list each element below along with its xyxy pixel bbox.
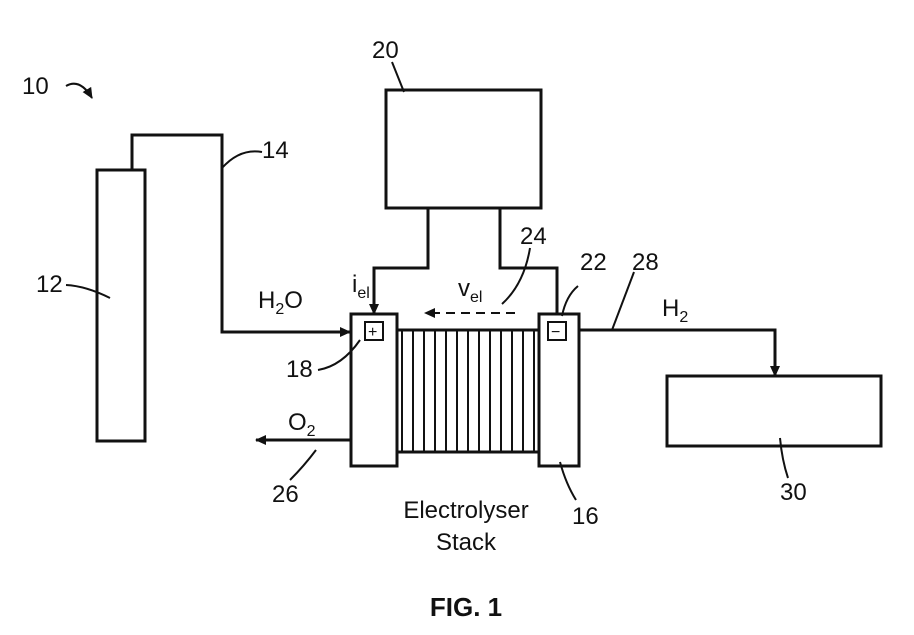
water-label: H2O <box>258 287 303 318</box>
ref-20-leader <box>392 62 404 92</box>
voltage-subscript: el <box>470 289 482 306</box>
water-supply-line <box>132 135 350 332</box>
ref-water-tank: 12 <box>36 271 63 298</box>
hydrogen-line <box>579 330 775 376</box>
water-subscript: 2 <box>275 301 284 318</box>
water-tank <box>97 170 145 441</box>
oxygen-subscript: 2 <box>307 423 316 440</box>
ref-16-leader <box>560 462 576 500</box>
power-supply-box <box>386 90 541 208</box>
ref-28-leader <box>612 272 634 330</box>
oxygen-o: O <box>288 409 307 436</box>
minus-sign: − <box>551 324 560 341</box>
ref-hydrogen-storage: 30 <box>780 479 807 506</box>
current-subscript: el <box>357 285 369 302</box>
ref-power-supply: 20 <box>372 37 399 64</box>
hydrogen-label: H2 <box>662 295 688 326</box>
figure-caption: FIG. 1 <box>430 592 502 622</box>
ref-hydrogen-line: 28 <box>632 249 659 276</box>
stack-label-line1: Electrolyser <box>403 497 528 524</box>
ref-voltage-sense: 24 <box>520 223 547 250</box>
voltage-label: vel <box>458 275 482 306</box>
plus-sign: + <box>368 324 377 341</box>
ref-cathode-terminal: 22 <box>580 249 607 276</box>
stack-cell-plates <box>402 330 534 452</box>
ref-system: 10 <box>22 73 49 100</box>
ref-26-leader <box>290 450 316 480</box>
hydrogen-h: H <box>662 295 679 322</box>
ref-oxygen-outlet: 26 <box>272 481 299 508</box>
hydrogen-storage-box <box>667 376 881 446</box>
ref-stack: 16 <box>572 503 599 530</box>
stack-label-line2: Stack <box>436 529 497 556</box>
ref-14-leader <box>222 151 262 168</box>
water-o: O <box>284 287 303 314</box>
ref-anode-terminal: 18 <box>286 356 313 383</box>
current-line <box>374 208 428 314</box>
ref-22-leader <box>562 286 578 316</box>
ref-10-arrow <box>66 84 92 98</box>
water-h: H <box>258 287 275 314</box>
current-label: iel <box>352 271 370 302</box>
hydrogen-subscript: 2 <box>679 309 688 326</box>
ref-24-leader <box>502 248 530 304</box>
ref-water-line: 14 <box>262 137 289 164</box>
voltage-v: v <box>458 275 470 302</box>
oxygen-label: O2 <box>288 409 316 440</box>
